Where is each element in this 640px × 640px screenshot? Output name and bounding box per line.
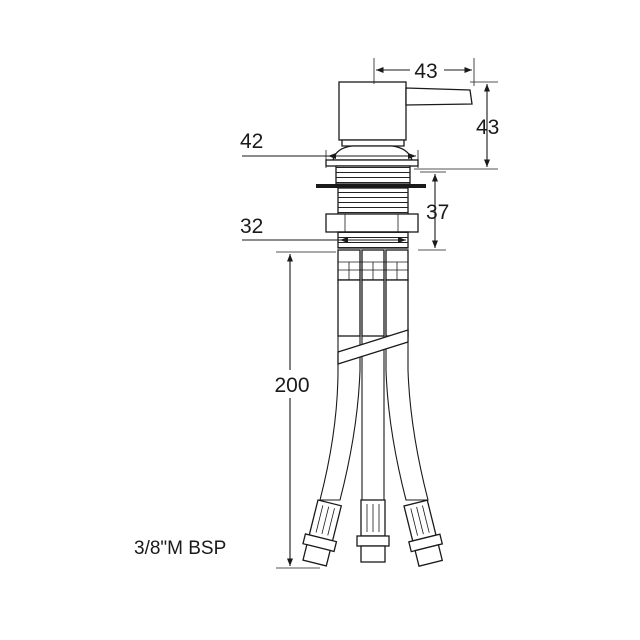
dimension-hose-length: 200 <box>270 251 336 569</box>
dimension-thread-length: 37 <box>418 171 449 251</box>
dimension-nut-diameter: 32 <box>240 215 406 243</box>
braided-hose-icon <box>319 279 429 501</box>
tap-body <box>325 81 473 167</box>
bsp-fitting-icon <box>302 499 444 567</box>
dimension-label-nut: 32 <box>240 215 263 238</box>
dimension-handle-length: 43 <box>373 58 475 86</box>
dimension-flange-diameter: 42 <box>240 130 419 168</box>
threaded-shank <box>316 165 426 249</box>
dimension-label-hose: 200 <box>274 374 309 397</box>
dimension-label-flange: 42 <box>240 130 263 153</box>
dimension-body-height: 43 <box>414 81 499 170</box>
dimension-label-handle: 43 <box>414 60 437 83</box>
dimension-label-body-height: 43 <box>476 116 499 139</box>
hose-ferrules <box>337 249 409 281</box>
connection-label: 3/8"M BSP <box>134 538 226 559</box>
dimension-label-thread: 37 <box>426 201 449 224</box>
